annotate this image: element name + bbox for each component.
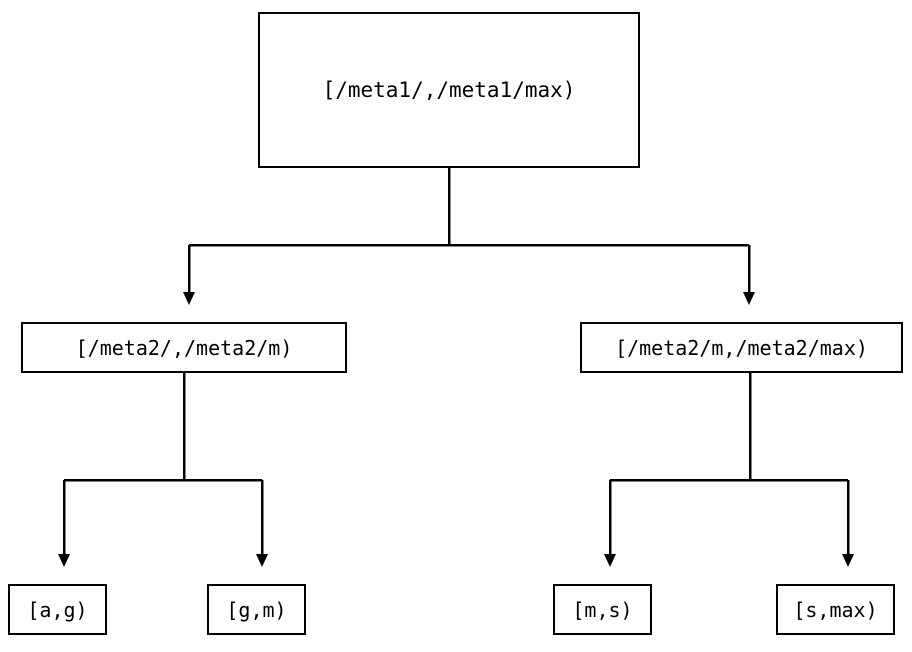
tree-node-level2-right[interactable]: [/meta2/m,/meta2/max) (580, 322, 903, 373)
arrowhead-icon-mid-left (183, 292, 195, 305)
arrowhead-icon-leaf3 (604, 554, 616, 567)
tree-node-level2-left[interactable]: [/meta2/,/meta2/m) (21, 322, 347, 373)
arrowhead-icon-leaf1 (58, 554, 70, 567)
arrowhead-icon-leaf2 (256, 554, 268, 567)
arrowhead-icon-mid-right (743, 292, 755, 305)
tree-node-root[interactable]: [/meta1/,/meta1/max) (258, 12, 640, 168)
arrowheads (58, 292, 854, 567)
tree-node-leaf-3[interactable]: [m,s) (553, 584, 652, 635)
arrowhead-icon-leaf4 (842, 554, 854, 567)
tree-node-leaf-2[interactable]: [g,m) (207, 584, 306, 635)
tree-node-leaf-1[interactable]: [a,g) (8, 584, 107, 635)
tree-node-leaf-4[interactable]: [s,max) (776, 584, 895, 635)
